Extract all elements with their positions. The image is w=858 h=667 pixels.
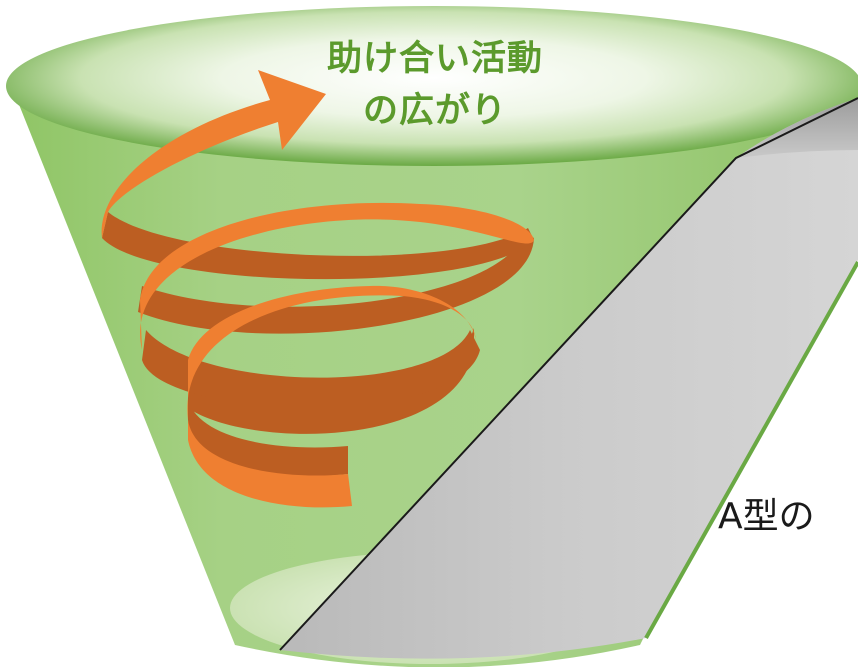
spiral-back-face-5 <box>102 212 534 280</box>
spiral-back-face-2 <box>188 328 474 434</box>
side-label: A型の <box>718 496 815 537</box>
upward-spiral-arrow-icon <box>101 70 534 508</box>
spiral-front-face-3 <box>101 70 327 238</box>
spiral-tail-face <box>188 420 352 508</box>
gray-panel <box>279 97 858 659</box>
spiral-back-face-3 <box>142 330 480 408</box>
spiral-back-face-4 <box>138 232 534 334</box>
spiral-back-face-1 <box>188 400 348 477</box>
title-line-1: 助け合い活動 <box>326 39 543 79</box>
title-line-2: の広がり <box>362 91 507 131</box>
spiral-front-face-2 <box>140 202 534 350</box>
